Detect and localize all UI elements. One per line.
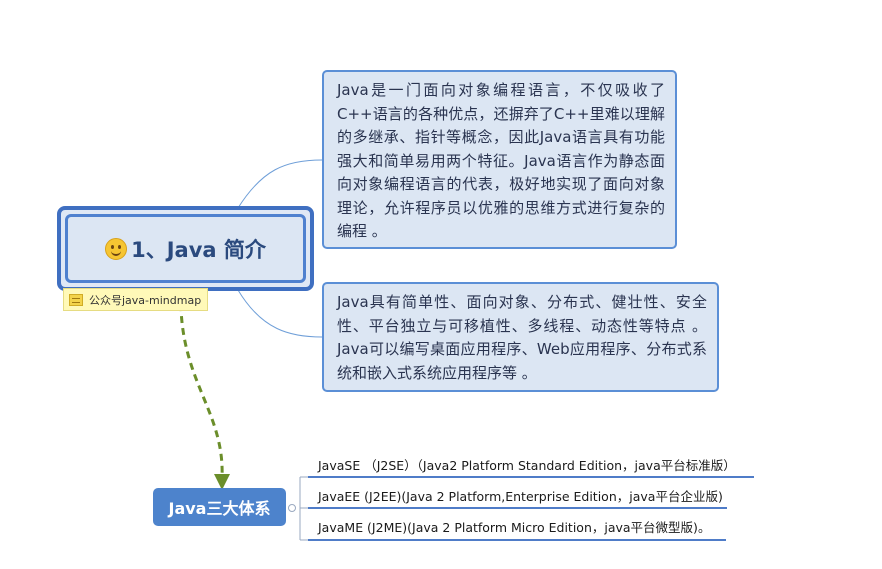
link-to-topic-2 [237, 289, 323, 338]
leaf-topic-javaee[interactable]: JavaEE (J2EE)(Java 2 Platform,Enterprise… [318, 489, 723, 504]
topic-java-features[interactable]: Java具有简单性、面向对象、分布式、健壮性、安全性、平台独立与可移植性、多线程… [322, 282, 719, 392]
topic-text: Java是一门面向对象编程语言，不仅吸收了C++语言的各种优点，还摒弃了C++里… [337, 81, 665, 240]
topic-note[interactable]: 公众号java-mindmap [63, 288, 208, 311]
topic-text: Java具有简单性、面向对象、分布式、健壮性、安全性、平台独立与可移植性、多线程… [337, 293, 707, 382]
relationship-arrow [179, 291, 224, 479]
leaf-topic-javame[interactable]: JavaME (J2ME)(Java 2 Platform Micro Edit… [318, 520, 711, 535]
collapse-toggle [288, 504, 296, 512]
arrow-head-icon [214, 474, 230, 490]
link-to-topic-1 [237, 159, 323, 209]
topic-java-overview[interactable]: Java是一门面向对象编程语言，不仅吸收了C++语言的各种优点，还摒弃了C++里… [322, 70, 677, 249]
sub-topic-java-editions[interactable]: Java三大体系 [153, 488, 286, 526]
leaf-bracket [299, 476, 308, 541]
note-icon [69, 293, 83, 306]
sub-topic-label: Java三大体系 [168, 499, 271, 518]
central-topic-label: 1、Java 简介 [131, 237, 266, 262]
central-topic[interactable]: 1、Java 简介 [65, 214, 306, 283]
note-text: 公众号java-mindmap [89, 293, 202, 307]
leaf-topic-javase[interactable]: JavaSE （J2SE）（Java2 Platform Standard Ed… [318, 458, 736, 473]
smiley-face-icon [105, 237, 128, 260]
